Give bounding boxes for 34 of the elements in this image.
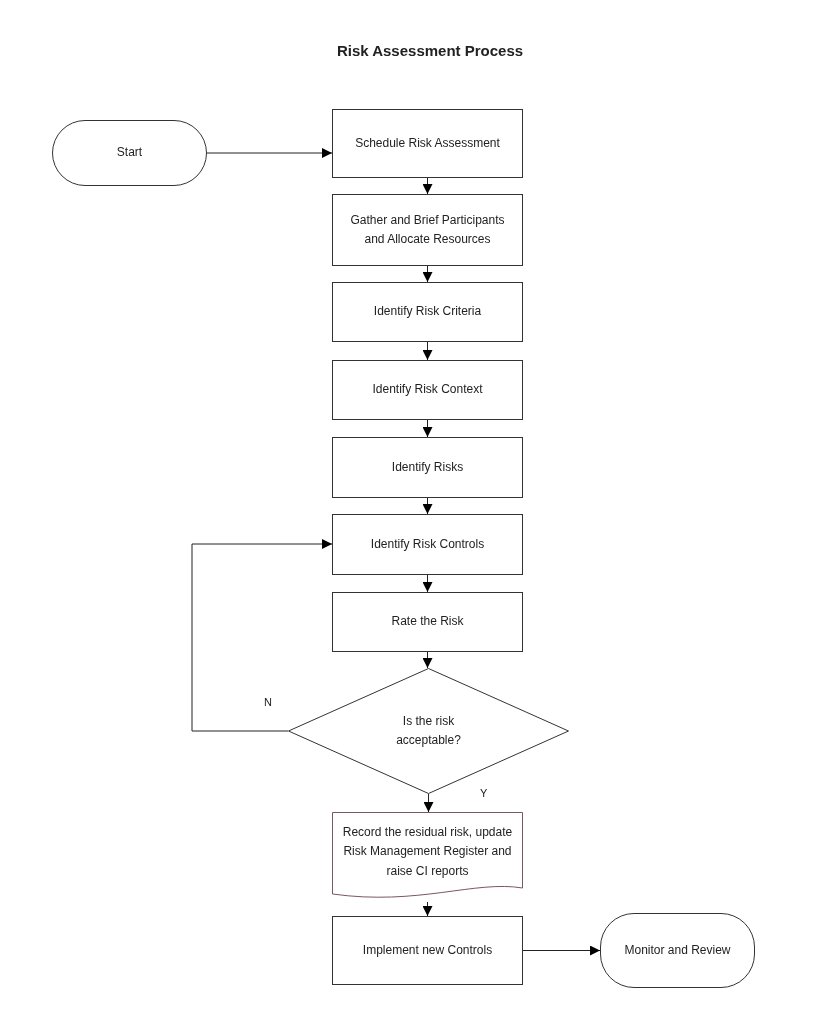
arrow [423, 793, 434, 813]
process-box [332, 194, 523, 266]
process-box [332, 360, 523, 420]
process-box [332, 437, 523, 498]
arrow [422, 901, 433, 917]
diagram-title: Risk Assessment Process [335, 42, 525, 59]
arrow [522, 945, 601, 956]
process-box [332, 514, 523, 575]
node-label: Schedule Risk Assessment [355, 134, 500, 152]
node-label: Identify Risk Context [372, 381, 483, 399]
node-label: Start [116, 144, 143, 162]
arrow [191, 539, 333, 732]
node-label: Record the residual risk, update Risk Management Register and raise CI reports [341, 824, 514, 880]
process-box [332, 592, 523, 652]
arrow [422, 497, 433, 515]
node-label: Identify Risks [391, 458, 464, 476]
node-label: Is the risk acceptable? [395, 712, 462, 749]
arrow [422, 341, 433, 361]
process-box [332, 109, 523, 178]
process-box [332, 282, 523, 342]
arrow [422, 574, 433, 593]
arrow [206, 148, 333, 158]
node-label: Gather and Brief Participants and Allocate Resources [349, 211, 506, 248]
arrow [422, 177, 433, 195]
arrow [422, 419, 433, 438]
node-label: Monitor and Review [624, 941, 731, 959]
node-label: Identify Risk Controls [370, 535, 485, 553]
end-terminal [600, 913, 755, 988]
arrow [422, 265, 433, 283]
node-label: Rate the Risk [391, 613, 464, 631]
node-label: Implement new Controls [362, 941, 493, 959]
process-box [332, 916, 523, 985]
arrow [422, 651, 433, 669]
node-label: Identify Risk Criteria [373, 303, 482, 321]
